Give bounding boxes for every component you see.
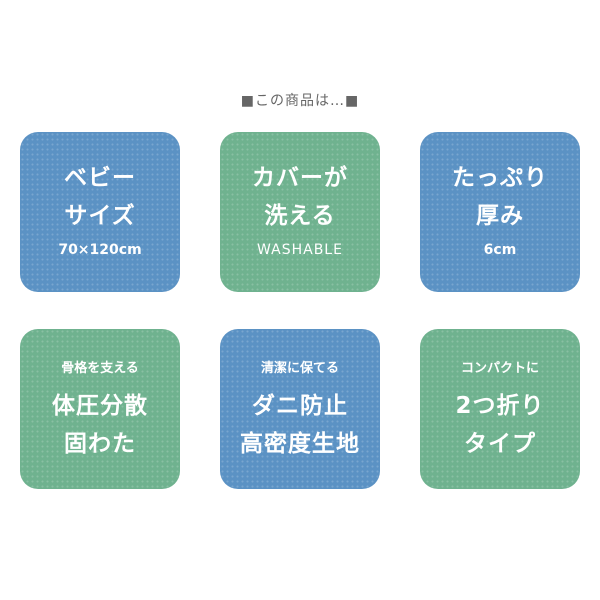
tile-line: ベビー [64, 165, 136, 191]
tile-line: 洗える [264, 203, 336, 229]
feature-tile-anti-mite: 清潔に保てる ダニ防止 高密度生地 [220, 329, 380, 489]
tile-line: 厚み [476, 203, 524, 229]
tile-line: ダニ防止 [252, 393, 348, 419]
tile-caption: 骨格を支える [61, 361, 139, 376]
feature-tile-thickness: たっぷり 厚み 6cm [420, 132, 580, 292]
tile-line: たっぷり [452, 165, 548, 191]
tile-line: 体圧分散 [52, 393, 148, 419]
tile-line: タイプ [464, 431, 536, 457]
tile-caption: 清潔に保てる [260, 361, 339, 376]
tile-line: 高密度生地 [240, 431, 360, 457]
tile-size: 70×120cm [58, 242, 142, 258]
tile-size: 6cm [483, 242, 517, 258]
feature-tile-pressure: 骨格を支える 体圧分散 固わた [20, 329, 180, 489]
tile-line: 2つ折り [455, 393, 545, 419]
feature-tile-washable: カバーが 洗える WASHABLE [220, 132, 380, 292]
tile-subtitle: WASHABLE [257, 242, 343, 258]
tile-line: サイズ [64, 203, 136, 229]
tile-line: 固わた [64, 431, 136, 457]
tile-caption: コンパクトに [460, 361, 539, 376]
section-header: ■この商品は…■ [240, 93, 360, 109]
tile-line: カバーが [252, 165, 348, 191]
feature-tile-baby-size: ベビー サイズ 70×120cm [20, 132, 180, 292]
feature-tile-foldable: コンパクトに 2つ折り タイプ [420, 329, 580, 489]
